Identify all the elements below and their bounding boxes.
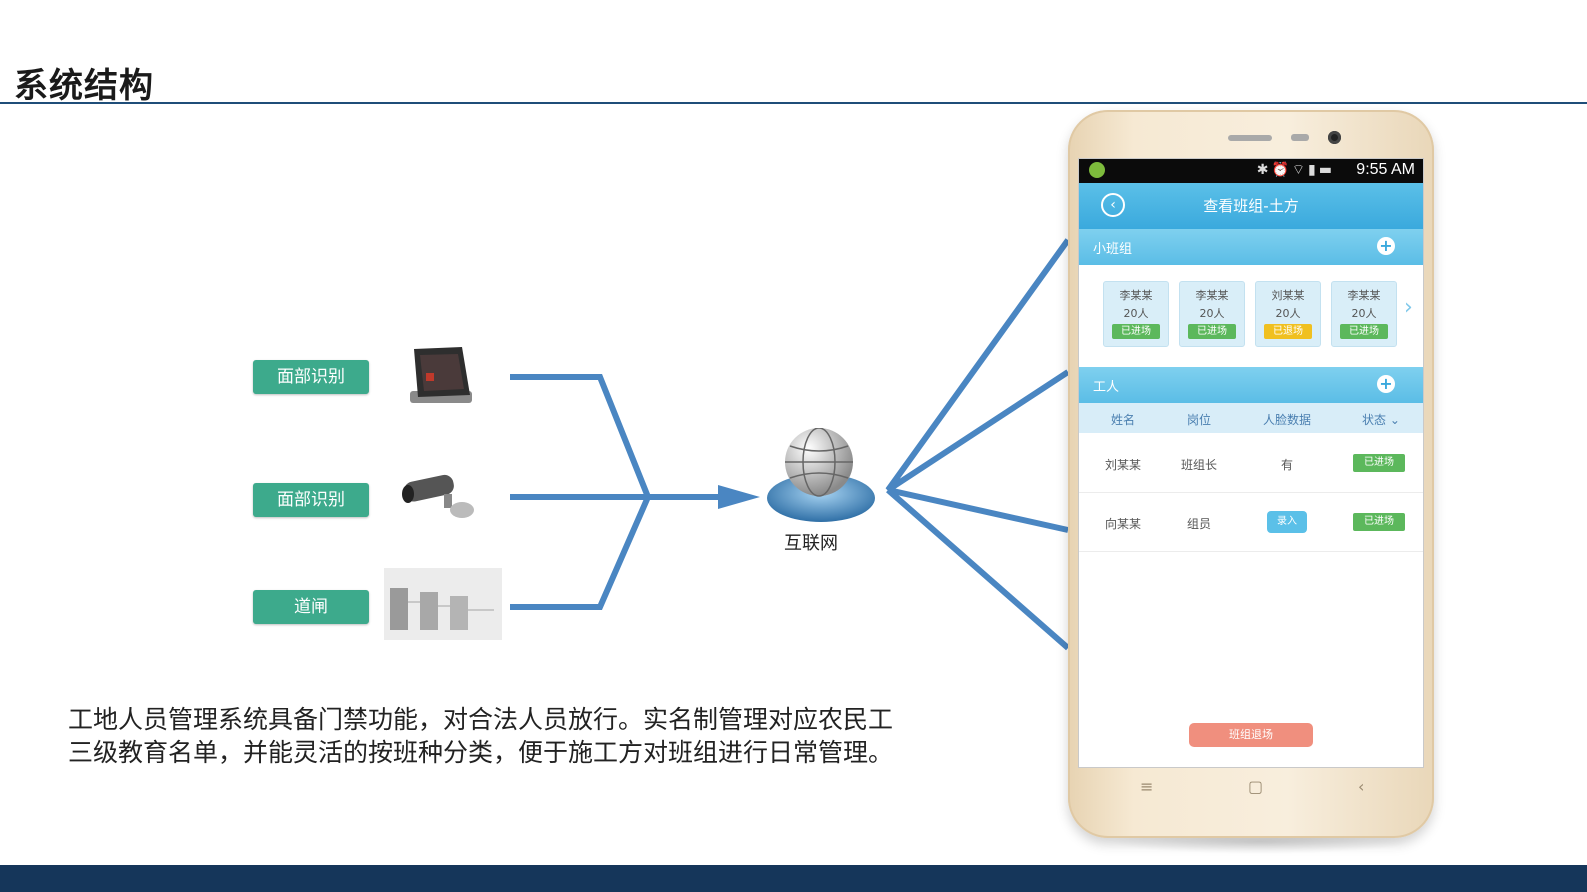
connector-line (887, 487, 1069, 533)
page-title: 系统结构 (14, 66, 154, 106)
phone-screen: ✱⏰⌔▮▬ 9:55 AM ‹ 查看班组-土方 小班组 + 李某某 20人 已进… (1078, 158, 1424, 768)
group-card-status: 已进场 (1112, 324, 1160, 339)
worker-section-label: 工人 (1093, 380, 1120, 395)
face-terminal-icon (410, 347, 472, 403)
group-card-name: 李某某 (1195, 289, 1229, 302)
connector-line (886, 487, 1070, 651)
worker-table-header: 姓名 岗位 人脸数据 状态 ⌄ (1079, 403, 1423, 433)
plus-icon: + (1379, 236, 1393, 255)
turnstile-gate-icon (384, 568, 502, 640)
column-header: 人脸数据 (1262, 413, 1311, 427)
back-button[interactable]: ‹ (1101, 193, 1125, 217)
chevron-down-icon: ⌄ (1386, 413, 1400, 427)
table-row[interactable]: 刘某某 班组长 有 已进场 (1079, 434, 1423, 493)
phone-speaker (1228, 135, 1272, 141)
group-card[interactable]: 刘某某 20人 已退场 (1255, 281, 1321, 347)
add-worker-button[interactable]: + (1377, 375, 1395, 393)
group-card-name: 李某某 (1119, 289, 1153, 302)
worker-name: 向某某 (1104, 517, 1141, 531)
bluetooth-icon: ✱ (1256, 162, 1272, 178)
group-section-header: 小班组 + (1079, 229, 1423, 265)
group-card-count: 20人 (1123, 307, 1149, 320)
group-leave-button[interactable]: 班组退场 (1189, 723, 1313, 747)
group-card[interactable]: 李某某 20人 已进场 (1331, 281, 1397, 347)
globe-icon (767, 428, 875, 522)
signal-icon: ▮ (1308, 162, 1319, 178)
device-label-face: 面部识别 (253, 360, 369, 394)
group-section-label: 小班组 (1093, 242, 1133, 257)
group-card-status: 已进场 (1340, 324, 1388, 339)
device-label-gate: 道闸 (253, 590, 369, 624)
description-text: 工地人员管理系统具备门禁功能，对合法人员放行。实名制管理对应农民工 三级教育名单… (68, 703, 968, 769)
worker-name: 刘某某 (1104, 458, 1141, 472)
add-group-button[interactable]: + (1377, 237, 1395, 255)
group-card[interactable]: 李某某 20人 已进场 (1103, 281, 1169, 347)
group-card-name: 刘某某 (1271, 289, 1305, 302)
face-enroll-button[interactable]: 录入 (1267, 511, 1307, 533)
phone-sensor (1291, 134, 1309, 141)
group-card-count: 20人 (1275, 307, 1301, 320)
group-card-name: 李某某 (1347, 289, 1381, 302)
status-time: 9:55 AM (1356, 161, 1415, 178)
worker-role: 班组长 (1180, 458, 1217, 472)
status-badge: 已进场 (1353, 454, 1405, 472)
battery-icon: ▬ (1318, 162, 1335, 178)
column-header: 岗位 (1186, 413, 1211, 427)
device-label-camera: 面部识别 (253, 483, 369, 517)
footer-bar (0, 865, 1587, 892)
column-header: 状态 (1362, 413, 1387, 427)
status-bar: ✱⏰⌔▮▬ 9:55 AM (1079, 159, 1423, 183)
app-notification-icon (1089, 162, 1105, 178)
description-line: 工地人员管理系统具备门禁功能，对合法人员放行。实名制管理对应农民工 (68, 705, 894, 734)
app-title: 查看班组-土方 (1203, 197, 1299, 215)
network-label: 互联网 (784, 533, 838, 554)
group-card-count: 20人 (1351, 307, 1377, 320)
chevron-right-icon[interactable]: › (1404, 295, 1413, 320)
worker-role: 组员 (1186, 517, 1211, 531)
table-row[interactable]: 向某某 组员 录入 已进场 (1079, 493, 1423, 552)
column-header: 姓名 (1110, 413, 1135, 427)
wifi-icon: ⌔ (1291, 162, 1309, 178)
menu-icon[interactable]: ≡ (1140, 777, 1154, 796)
connector-line (885, 238, 1071, 493)
worker-face-data: 有 (1280, 458, 1293, 472)
phone-camera (1328, 131, 1341, 144)
group-card-status: 已退场 (1264, 324, 1312, 339)
status-filter[interactable]: 状态 ⌄ (1351, 411, 1411, 428)
group-card-count: 20人 (1199, 307, 1225, 320)
chevron-left-icon: ‹ (1110, 197, 1116, 213)
worker-section-header: 工人 + (1079, 367, 1423, 403)
arrow-head (718, 485, 760, 509)
security-camera-icon (402, 474, 474, 518)
description-line: 三级教育名单，并能灵活的按班种分类，便于施工方对班组进行日常管理。 (68, 738, 894, 767)
plus-icon: + (1379, 374, 1393, 393)
group-card-status: 已进场 (1188, 324, 1236, 339)
app-header: ‹ 查看班组-土方 (1079, 183, 1423, 229)
home-icon[interactable]: ▢ (1248, 777, 1264, 796)
title-rule (0, 102, 1587, 104)
status-badge: 已进场 (1353, 513, 1405, 531)
group-card[interactable]: 李某某 20人 已进场 (1179, 281, 1245, 347)
status-icons: ✱⏰⌔▮▬ (1257, 161, 1335, 179)
alarm-icon: ⏰ (1271, 162, 1292, 178)
back-nav-icon[interactable]: ‹ (1358, 777, 1365, 796)
connector-line (510, 374, 652, 610)
